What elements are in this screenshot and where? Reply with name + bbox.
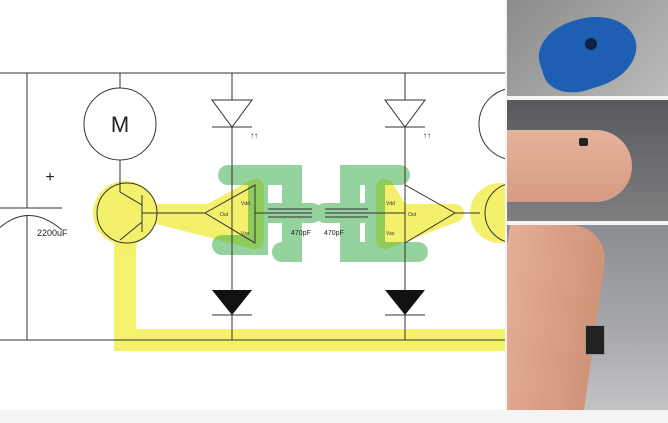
diode-left: [212, 290, 252, 315]
photo-chip-on-fingertip: [507, 100, 668, 221]
cap-right-label: 470pF: [324, 230, 344, 237]
photo-chip-on-finger: [507, 225, 668, 410]
circuit-diagram: M + 2200uF ↑↑ ↑↑ Vdd Out Vss Vdd Out Vss…: [0, 0, 552, 410]
circuit-schematic: M + 2200uF ↑↑ ↑↑ Vdd Out Vss Vdd Out Vss…: [0, 72, 552, 351]
plus-label: +: [45, 169, 54, 186]
opamp1-out: Out: [220, 212, 229, 218]
opamp2-vss: Vss: [386, 231, 395, 237]
opamp2-vdd: Vdd: [386, 201, 395, 207]
motor-label: M: [111, 112, 129, 137]
opamp1-vss: Vss: [241, 231, 250, 237]
cap-left-label: 470pF: [291, 230, 311, 237]
photo-blue-putty: [507, 0, 668, 96]
opamp1-vdd: Vdd: [241, 201, 250, 207]
opamp2-out: Out: [408, 212, 417, 218]
light-arrows-right: ↑↑: [423, 131, 431, 140]
light-arrows-left: ↑↑: [250, 131, 258, 140]
diode-right: [385, 290, 425, 315]
cap-main-label: 2200uF: [37, 228, 68, 238]
